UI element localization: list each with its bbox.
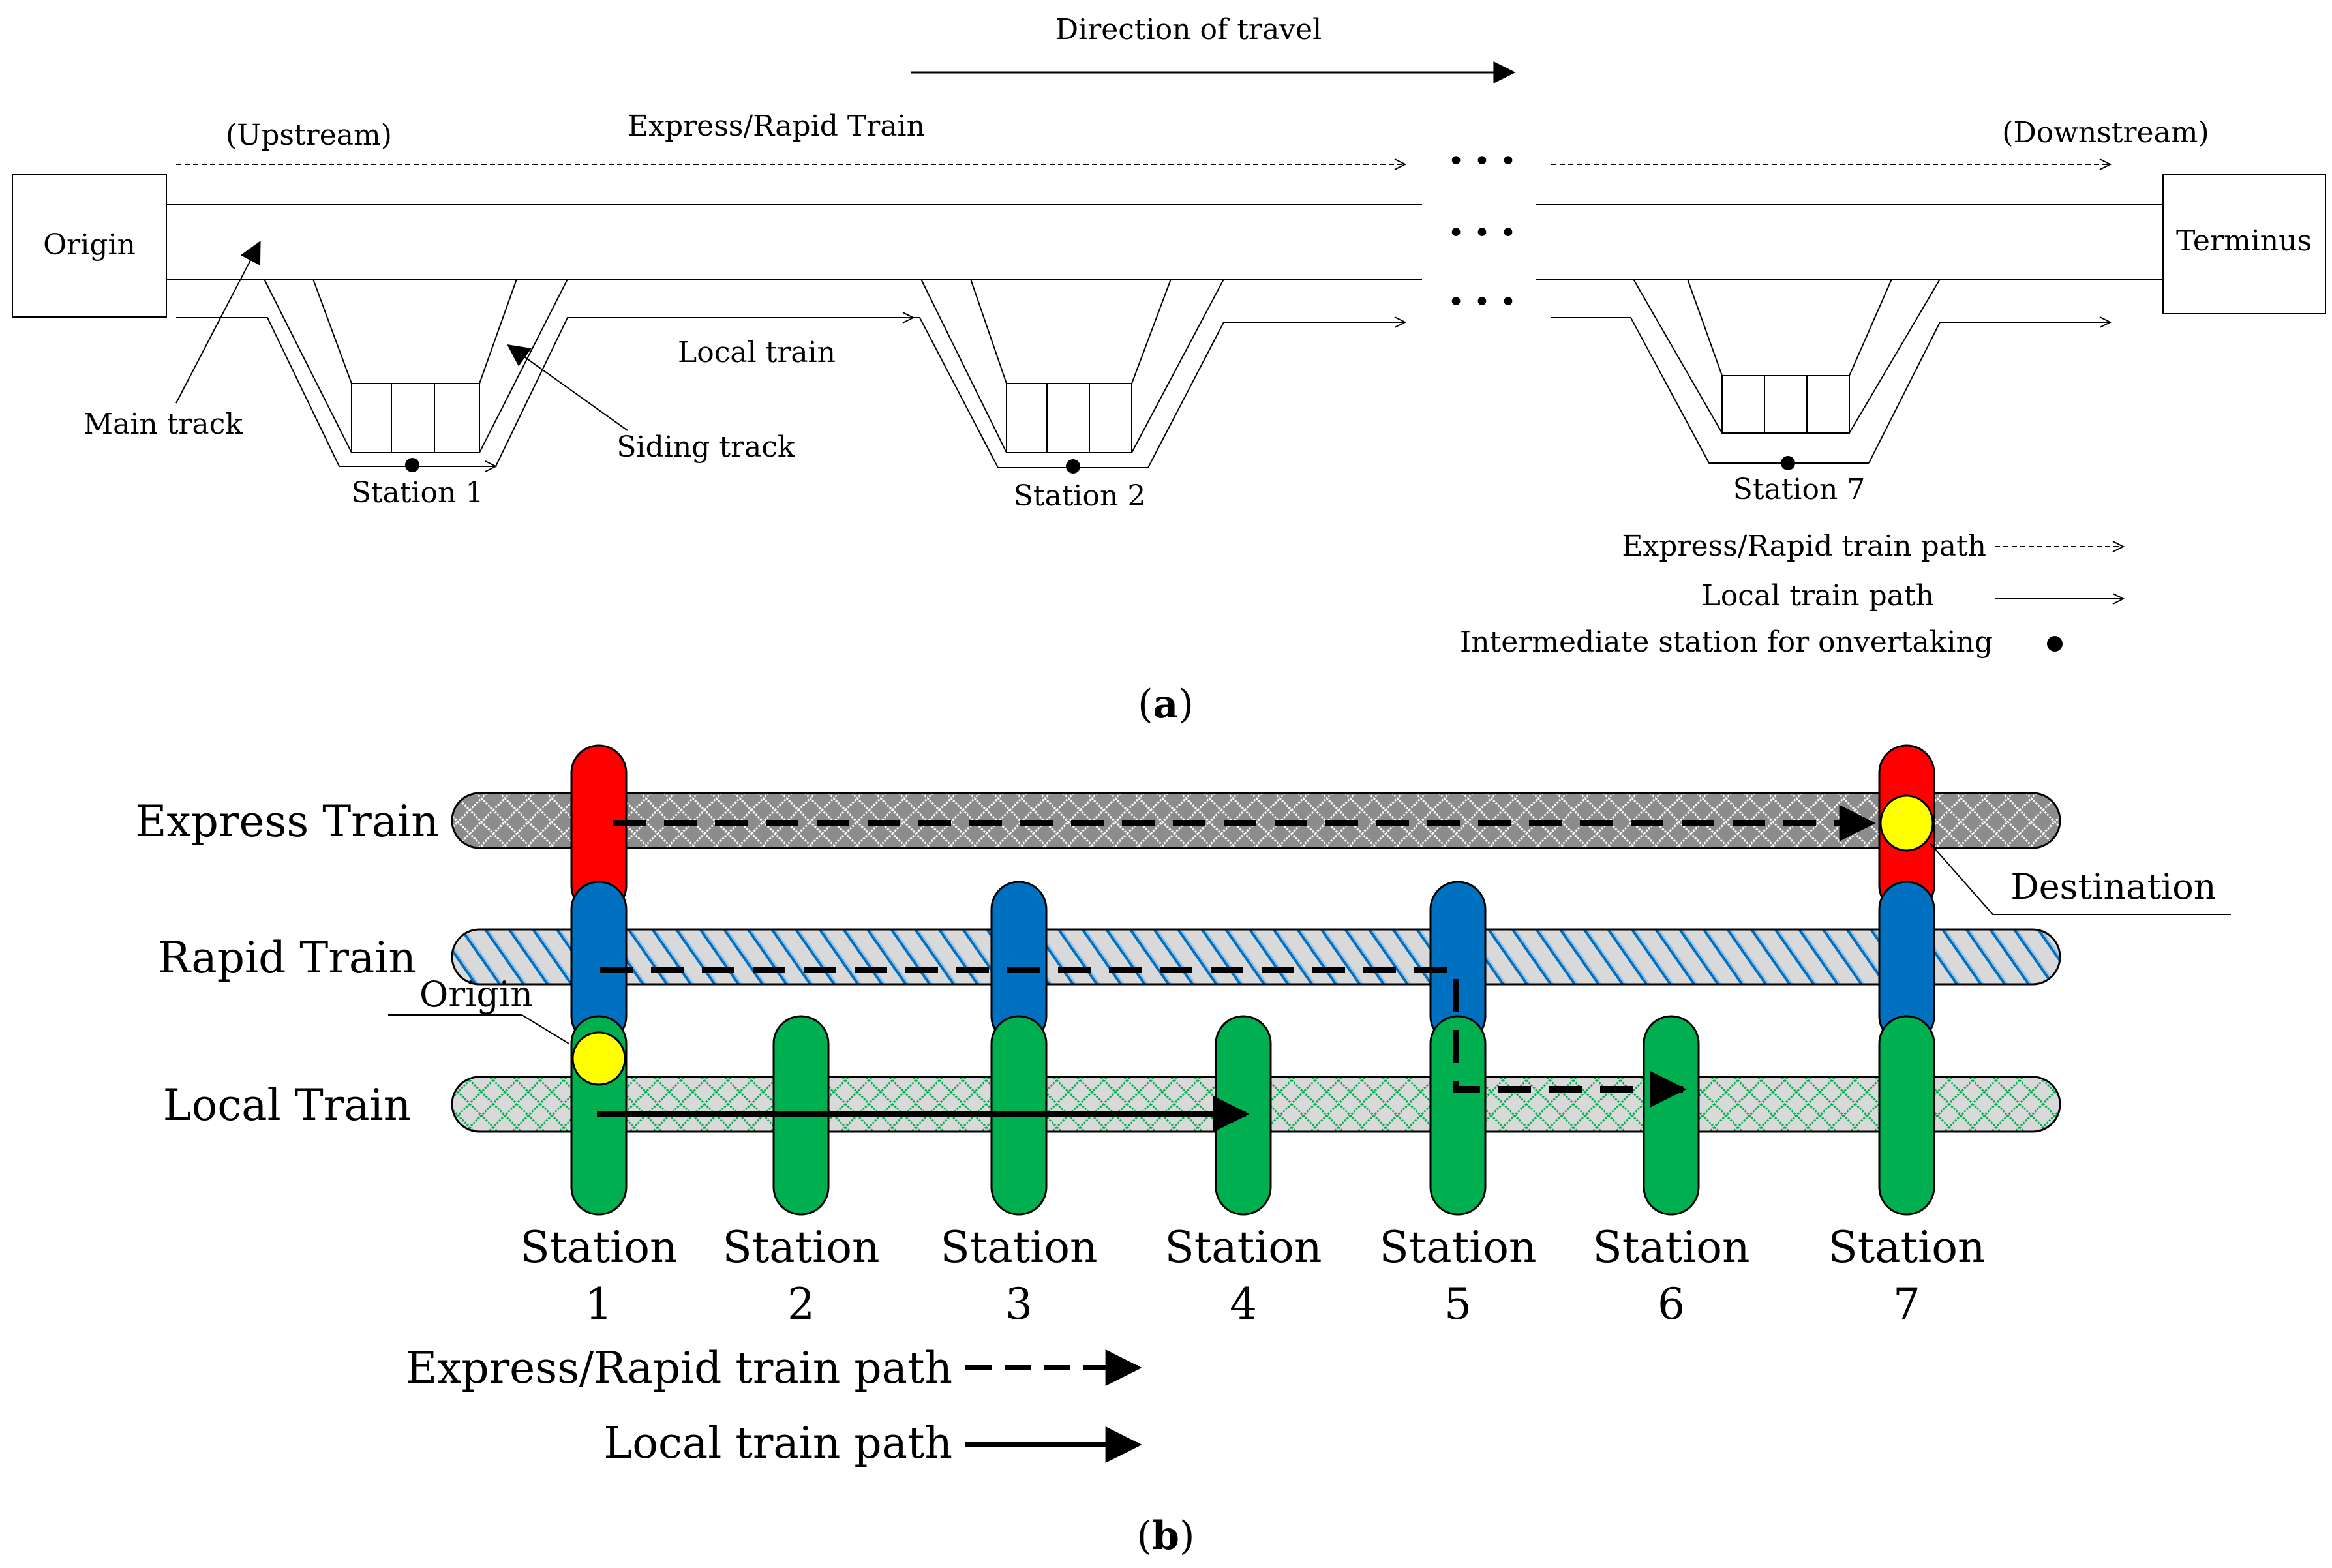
ellipsis-bottom: • • • [1447,286,1517,319]
siding-track-pointer [507,344,628,431]
station-7-label: Station 7 [1733,473,1866,506]
main-track-pointer [175,240,261,404]
station-2-number: 2 [787,1279,815,1329]
terminus-label: Terminus [2176,224,2312,258]
ellipsis-middle: • • • [1447,217,1517,250]
rapid-path [600,967,1687,1108]
station-3-stop [990,881,1048,1216]
station-5-number: 5 [1444,1279,1472,1329]
station-7-label: Station [1828,1222,1986,1273]
destination-label: Destination [2010,866,2216,907]
origin-leader-line [388,1014,569,1044]
direction-of-travel-label: Direction of travel [1055,13,1322,46]
caption-b: (b) [1137,1513,1195,1559]
destination-leader-line [1929,842,2231,915]
upstream-label: (Upstream) [226,119,392,152]
legend-express-rapid-label: Express/Rapid train path [1622,530,1986,563]
legend-intermediate-dot [2047,636,2063,652]
station-6-stop [1643,1015,1700,1216]
row-label-local: Local Train [163,1080,412,1130]
station-6-label: Station [1593,1222,1750,1273]
origin-marker [571,1031,626,1086]
legend-local-label: Local train path [1702,579,1934,612]
station-4-label: Station [1165,1222,1322,1273]
station-3-number: 3 [1005,1279,1033,1329]
station-5-stop [1429,881,1487,1216]
station-1-number: 1 [585,1279,613,1329]
overtaking-station-dot [1781,456,1795,470]
main-track-segment-1 [166,204,1422,280]
station-2-siding [913,279,1405,474]
local-stop-pill [1878,1015,1935,1216]
siding-track-label: Siding track [616,430,795,464]
destination-marker [1879,794,1934,852]
legend-b-express-rapid-label: Express/Rapid train path [406,1343,952,1393]
station-6-number: 6 [1658,1279,1685,1329]
station-7-siding [1551,279,2110,470]
station-2-label: Station [723,1222,880,1273]
ellipsis-top: • • • [1447,145,1517,178]
overtaking-station-dot [405,458,419,472]
station-7-stop [1878,744,1935,1216]
station-1-siding [176,279,913,472]
origin-box [12,174,167,318]
express-rapid-train-label: Express/Rapid Train [628,110,925,143]
track-bar-rapid [451,928,2061,986]
local-stop-pill [1429,1015,1487,1216]
station-1-label: Station [521,1222,678,1273]
main-track-label: Main track [83,408,243,441]
station-5-label: Station [1380,1222,1537,1273]
origin-label: Origin [43,228,136,262]
station-7-number: 7 [1893,1279,1920,1329]
station-2-label: Station 2 [1014,479,1146,513]
station-3-label: Station [941,1222,1098,1273]
row-label-rapid: Rapid Train [158,933,416,983]
terminus-box [2162,174,2326,314]
panel-a: Direction of travel (Upstream) Express/R… [12,13,2326,727]
local-train-label: Local train [678,336,836,369]
caption-a: (a) [1138,682,1194,727]
overtaking-station-dot [1066,459,1080,474]
main-track-segment-2 [1536,204,2163,280]
local-stop-pill [1643,1015,1700,1216]
row-label-express: Express Train [135,796,439,847]
station-4-number: 4 [1230,1279,1257,1329]
legend-intermediate-label: Intermediate station for onvertaking [1460,626,1993,659]
train-paths [597,805,1876,1132]
station-1-stop [570,744,628,1216]
origin-label-b: Origin [419,974,533,1015]
downstream-label: (Downstream) [2002,116,2209,149]
legend-b-local-label: Local train path [603,1418,952,1468]
station-1-label: Station 1 [352,476,484,509]
